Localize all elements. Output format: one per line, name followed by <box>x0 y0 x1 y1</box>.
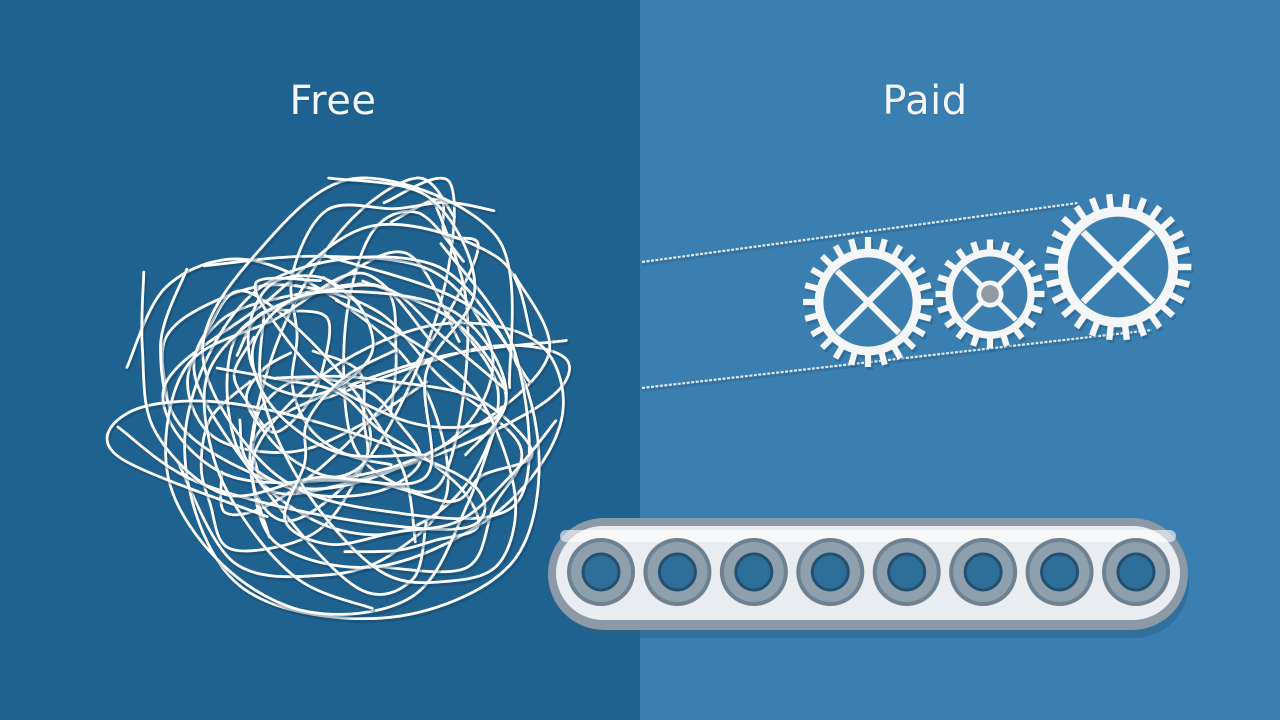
tangled-line <box>289 200 496 467</box>
tangled-line <box>140 176 477 498</box>
gear-middle-icon <box>935 239 1047 352</box>
conveyor-roller <box>567 538 635 606</box>
belt-top-line <box>641 201 1079 264</box>
tangled-line <box>274 374 534 503</box>
tangled-line <box>202 283 507 610</box>
paid-illustration <box>548 193 1194 638</box>
free-panel <box>0 0 640 720</box>
tangled-line <box>253 276 508 429</box>
conveyor-roller <box>796 538 865 606</box>
conveyor-roller <box>719 538 788 606</box>
tangled-line <box>251 339 571 496</box>
conveyor-roller <box>1025 538 1094 606</box>
tangled-line <box>164 271 503 616</box>
tangled-line <box>201 176 531 521</box>
tangled-line <box>161 283 524 574</box>
paid-heading: Paid <box>882 78 968 124</box>
tangled-line <box>244 349 370 479</box>
free-heading: Free <box>289 78 377 124</box>
tangled-line <box>258 299 518 585</box>
tangled-line <box>250 289 508 458</box>
gear-right-icon <box>1044 193 1194 344</box>
conveyor-roller <box>643 538 712 606</box>
conveyor-belt <box>548 518 1189 638</box>
tangled-line <box>283 349 558 547</box>
conveyor-roller <box>1102 538 1170 606</box>
tangled-line <box>105 399 487 531</box>
tangled-line <box>192 289 428 596</box>
tangled-line <box>248 176 456 523</box>
gear-left-icon <box>803 237 935 370</box>
tangled-lines-illustration <box>105 176 573 623</box>
belt-bottom-line <box>641 328 1153 390</box>
tangled-line <box>246 274 375 398</box>
tangled-line <box>161 223 552 485</box>
tangled-line <box>215 366 480 554</box>
conveyor-roller <box>949 538 1018 606</box>
conveyor-roller <box>872 538 941 606</box>
